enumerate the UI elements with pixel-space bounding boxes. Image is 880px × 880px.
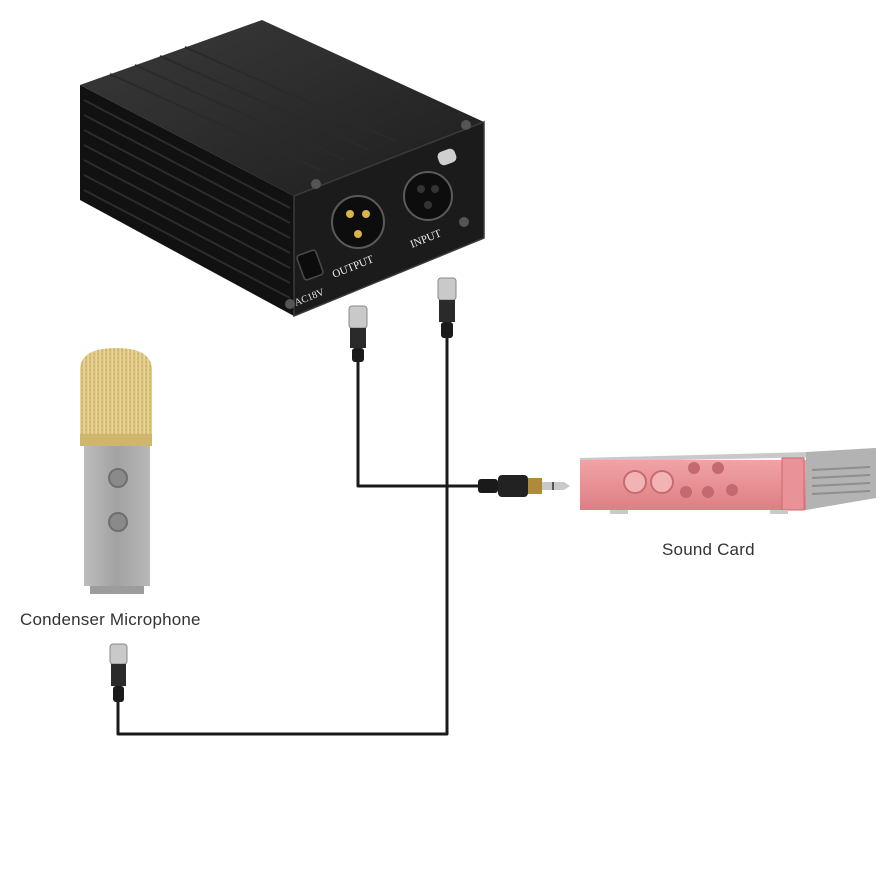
mic-knob [109,513,127,531]
input-xlr-jack [404,172,452,220]
sound-card-foot [770,510,788,514]
mic-base [90,586,144,594]
mic-knob [109,469,127,487]
jack-plug-35mm [478,475,570,497]
output-xlr-pin [362,210,370,218]
input-cable [118,338,447,734]
output-xlr-pin [354,230,362,238]
sound-card-foot [610,510,628,514]
screw [459,217,469,227]
sound-card [580,448,876,514]
sound-card-knob [680,486,692,498]
output-cable [358,362,488,486]
input-xlr-hole [424,201,432,209]
sound-card-knob [726,484,738,496]
sound-card-knob [712,462,724,474]
cables [118,338,488,734]
sound-card-knob [688,462,700,474]
input-xlr-hole [431,185,439,193]
combo-input-jack [651,471,673,493]
condenser-microphone [80,348,152,594]
mic-ring [80,434,152,446]
output-xlr-pin [346,210,354,218]
microphone-caption: Condenser Microphone [20,610,201,630]
combo-input-jack [624,471,646,493]
input-xlr-hole [417,185,425,193]
output-xlr-jack [332,196,384,248]
mic-grille [80,348,152,434]
sound-card-end-cap [782,458,804,510]
screw [461,120,471,130]
xlr-female-connector-mic [110,644,127,702]
xlr-male-connector-input [438,278,456,338]
sound-card-caption: Sound Card [662,540,755,560]
phantom-power-box: AC18V OUTPUT INPUT [80,20,484,316]
xlr-female-connector-output [349,306,367,362]
screw [311,179,321,189]
sound-card-side [806,448,876,510]
sound-card-knob [702,486,714,498]
